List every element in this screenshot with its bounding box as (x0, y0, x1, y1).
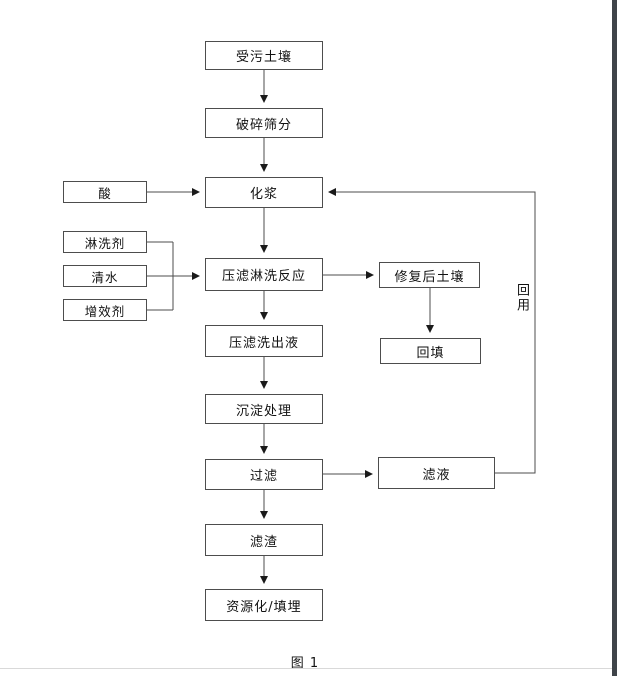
node-washing-agent: 淋洗剂 (63, 231, 147, 253)
node-contaminated-soil: 受污土壤 (205, 41, 323, 70)
node-clean-water: 清水 (63, 265, 147, 287)
node-filter-press-washing-reaction: 压滤淋洗反应 (205, 258, 323, 291)
edge-label-reuse: 回用 (514, 283, 529, 313)
node-filtration: 过滤 (205, 459, 323, 490)
node-synergist: 增效剂 (63, 299, 147, 321)
node-crushing-screening: 破碎筛分 (205, 108, 323, 138)
node-filter-residue: 滤渣 (205, 524, 323, 556)
figure-caption: 图 1 (290, 656, 320, 671)
node-precipitation-treatment: 沉淀处理 (205, 394, 323, 424)
node-filtrate: 滤液 (378, 457, 495, 489)
page-bottom-divider (0, 668, 612, 669)
node-acid: 酸 (63, 181, 147, 203)
node-remediated-soil: 修复后土壤 (379, 262, 480, 288)
node-resource-or-landfill: 资源化/填埋 (205, 589, 323, 621)
window-edge-bar (612, 0, 617, 676)
node-filter-press-washout-liquid: 压滤洗出液 (205, 325, 323, 357)
node-backfill: 回填 (380, 338, 481, 364)
node-slurrying: 化浆 (205, 177, 323, 208)
